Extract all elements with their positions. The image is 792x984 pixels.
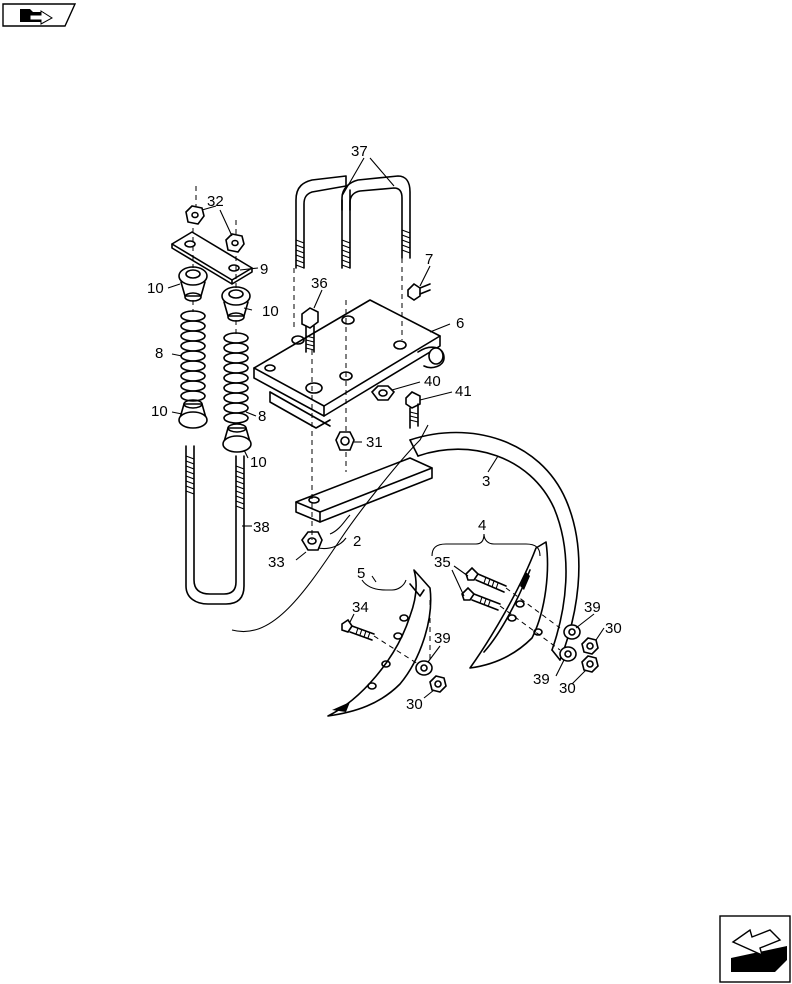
- callout-8-right[interactable]: 8: [258, 408, 266, 425]
- callout-37[interactable]: 37: [351, 143, 368, 160]
- nut-30-upper-right: [581, 637, 599, 655]
- callout-31[interactable]: 31: [366, 434, 383, 451]
- washer-39-upper-right: [563, 624, 581, 640]
- callout-41[interactable]: 41: [455, 383, 472, 400]
- leader-lines: [167, 157, 605, 699]
- callout-4[interactable]: 4: [478, 517, 486, 534]
- callout-39-lower-right[interactable]: 39: [533, 671, 550, 688]
- coil-spring-8-right: [223, 332, 249, 424]
- washer-39-left: [415, 660, 433, 676]
- shovel-point-4: [469, 541, 549, 669]
- callout-10-bottom-right[interactable]: 10: [250, 454, 267, 471]
- coil-spring-8-left: [180, 310, 206, 402]
- assembly-centerlines: [192, 186, 561, 665]
- callout-30-lower-right[interactable]: 30: [559, 680, 576, 697]
- callout-10-bottom-left[interactable]: 10: [151, 403, 168, 420]
- callout-34[interactable]: 34: [352, 599, 369, 616]
- nut-30-left: [429, 675, 447, 693]
- callout-6[interactable]: 6: [456, 315, 464, 332]
- callout-2[interactable]: 2: [353, 533, 361, 550]
- callout-10-top-right[interactable]: 10: [262, 303, 279, 320]
- callout-3[interactable]: 3: [482, 473, 490, 490]
- callout-40[interactable]: 40: [424, 373, 441, 390]
- folder-arrow-icon[interactable]: [2, 3, 77, 27]
- spring-cup-10-bottom-left: [178, 399, 208, 429]
- bolt-41: [405, 391, 421, 429]
- callout-33[interactable]: 33: [268, 554, 285, 571]
- callout-7[interactable]: 7: [425, 251, 433, 268]
- u-bolt-threads: [295, 229, 411, 269]
- nut-40: [370, 385, 396, 401]
- washer-39-lower-right: [559, 646, 577, 662]
- hex-bolt-36: [301, 307, 319, 353]
- u-bolt-pair: [295, 175, 411, 269]
- long-u-bolt-38: [185, 445, 245, 605]
- bolt-34: [341, 618, 375, 641]
- nut-32-left: [185, 205, 205, 225]
- spring-plate-9: [171, 231, 253, 285]
- callout-labels: 37 32 7 9 36 10 10 6 8 40 41 10 8 31 10 …: [147, 143, 622, 713]
- bolt-35-upper: [465, 566, 507, 593]
- callout-9[interactable]: 9: [260, 261, 268, 278]
- callout-39-upper-right[interactable]: 39: [584, 599, 601, 616]
- shovel-point-5: [327, 569, 432, 717]
- callout-39-left[interactable]: 39: [434, 630, 451, 647]
- nut-30-lower-right: [581, 655, 599, 673]
- callout-30-upper-right[interactable]: 30: [605, 620, 622, 637]
- callout-35[interactable]: 35: [434, 554, 451, 571]
- callout-5[interactable]: 5: [357, 565, 365, 582]
- nut-32-right: [225, 233, 245, 253]
- next-page-arrow-icon[interactable]: [719, 915, 791, 983]
- callout-32[interactable]: 32: [207, 193, 224, 210]
- callout-30-left[interactable]: 30: [406, 696, 423, 713]
- bolt-35-lower: [461, 586, 501, 611]
- callout-38[interactable]: 38: [253, 519, 270, 536]
- spring-cup-10-bottom-right: [222, 423, 252, 453]
- callout-8-left[interactable]: 8: [155, 345, 163, 362]
- callout-36[interactable]: 36: [311, 275, 328, 292]
- curved-shank-3: [409, 431, 580, 661]
- nut-31: [335, 431, 355, 451]
- nut-33: [301, 531, 323, 551]
- clamp-plate: [253, 299, 445, 429]
- spring-cup-10-top-right: [221, 286, 251, 322]
- clamp-bar: [295, 457, 433, 523]
- small-bolt-7: [407, 282, 431, 301]
- assembly-bracket-line: [231, 424, 429, 632]
- spring-cup-10-top-left: [178, 266, 208, 302]
- callout-10-top-left[interactable]: 10: [147, 280, 164, 297]
